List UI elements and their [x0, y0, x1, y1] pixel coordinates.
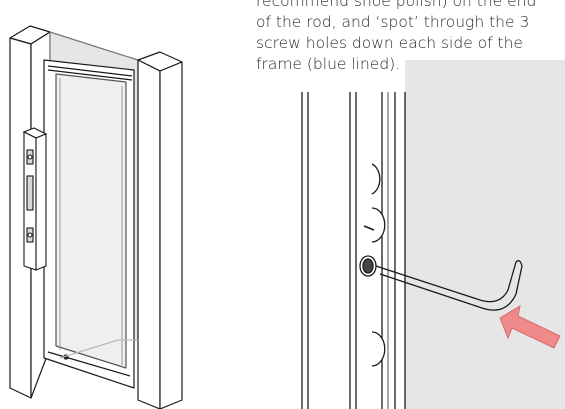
screw-hole-middle [371, 207, 386, 243]
right-wall-face [137, 59, 161, 409]
spirit-level [22, 127, 48, 271]
instruction-line-4: frame (blue lined). [256, 55, 401, 73]
screw-hole-top [371, 163, 381, 195]
hex-key [375, 260, 523, 311]
detail-frame [301, 92, 406, 409]
right-wall-side [159, 61, 183, 409]
instruction-text: recommend shoe polish) on the end of the… [256, 0, 565, 75]
direction-arrow [499, 304, 561, 349]
detail-wall [405, 60, 565, 409]
instruction-line-2: of the rod, and ‘spot’ through the 3 [256, 13, 530, 31]
instruction-line-1: recommend shoe polish) on the end [256, 0, 537, 10]
screw-hole-bottom [371, 331, 386, 367]
instruction-line-3: screw holes down each side of the [256, 34, 523, 52]
door-glass [55, 73, 127, 369]
